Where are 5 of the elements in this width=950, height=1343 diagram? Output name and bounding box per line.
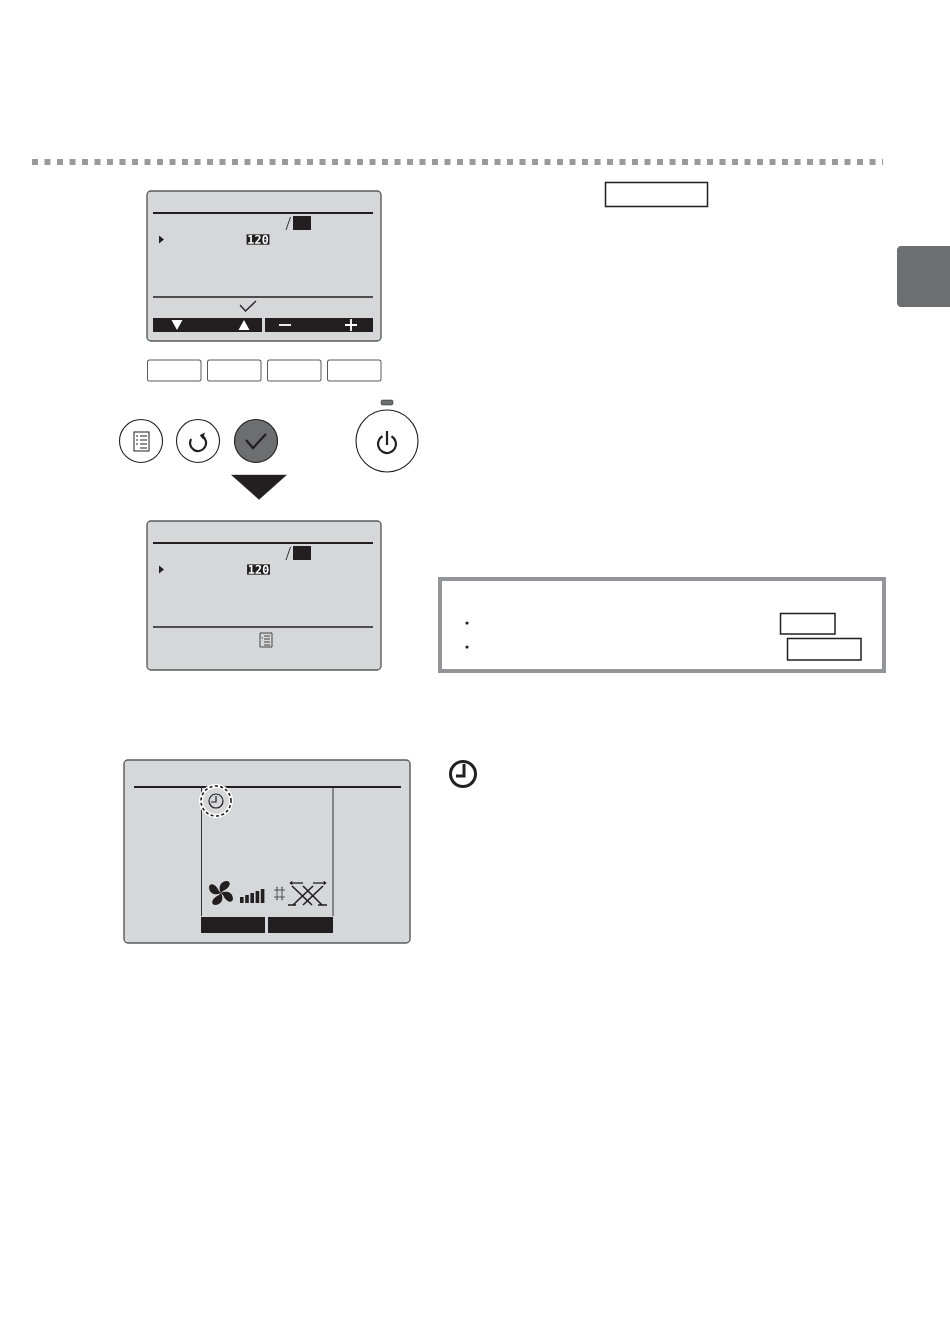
display-screen [123,759,411,944]
value-readout: 120 [246,234,270,245]
check-button [233,418,279,464]
arrow [231,474,287,500]
value-readout: 120 [247,564,270,575]
